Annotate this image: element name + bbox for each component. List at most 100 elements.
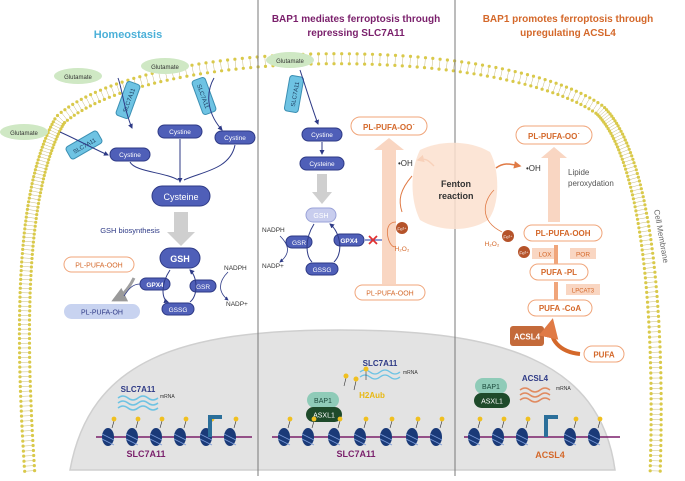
- lipid-head: [38, 198, 41, 201]
- lipid-head: [22, 240, 25, 243]
- lipid-head: [32, 449, 35, 452]
- lipid-head: [363, 63, 366, 66]
- lipid-head: [394, 54, 397, 57]
- svg-text:Cystine: Cystine: [224, 135, 246, 142]
- lipid-head: [36, 209, 39, 212]
- lipid-head: [460, 60, 463, 63]
- lipid-head: [647, 320, 650, 323]
- lipid-tail: [159, 73, 161, 80]
- lipid-head: [18, 337, 21, 340]
- lipid-head: [197, 62, 200, 65]
- lipid-head: [45, 164, 48, 167]
- lipid-head: [28, 323, 31, 326]
- lipid-head: [501, 67, 504, 70]
- lipid-head: [30, 186, 33, 189]
- lipid-tail: [553, 85, 555, 92]
- glutamate-bubble: Glutamate: [54, 68, 102, 84]
- lipid-head: [226, 58, 229, 61]
- lipid-head: [43, 174, 46, 177]
- lipid-head: [220, 69, 223, 72]
- lipid-tail: [25, 245, 32, 246]
- lipid-tail: [192, 67, 193, 74]
- lipid-head: [645, 286, 648, 289]
- bap1-protein: BAP1: [475, 378, 507, 394]
- lipid-head: [18, 366, 21, 369]
- lipid-head: [166, 79, 169, 82]
- ubiquitin: [160, 417, 165, 422]
- converge-arrow: [130, 162, 178, 180]
- lipid-head: [31, 429, 34, 432]
- lipid-head: [179, 76, 182, 79]
- lipid-head: [53, 141, 56, 144]
- lipid-head: [408, 65, 411, 68]
- lipid-head: [40, 188, 43, 191]
- lipid-head: [22, 450, 25, 453]
- lipid-head: [644, 281, 647, 284]
- lipid-tail: [461, 63, 462, 70]
- svg-text:GSR: GSR: [292, 240, 306, 247]
- lipid-tail: [605, 117, 611, 121]
- lipid-head: [645, 291, 648, 294]
- lipid-tail: [568, 91, 571, 98]
- lipid-head: [505, 78, 508, 81]
- lipid-head: [659, 444, 662, 447]
- lipid-head: [596, 101, 599, 104]
- lipid-head: [356, 52, 359, 55]
- lipid-tail: [101, 92, 104, 98]
- lipid-head: [649, 351, 652, 354]
- lipid-head: [29, 380, 32, 383]
- lipid-head: [30, 424, 33, 427]
- lipid-tail: [221, 62, 222, 69]
- lipid-head: [634, 209, 637, 212]
- lipid-tail: [467, 64, 468, 71]
- lipid-head: [44, 171, 47, 174]
- lipid-tail: [644, 254, 651, 255]
- lipid-head: [378, 63, 381, 66]
- lipid-tail: [28, 213, 35, 214]
- svg-text:Glutamate: Glutamate: [10, 131, 38, 137]
- lipid-tail: [642, 240, 649, 241]
- svg-text:Cysteine: Cysteine: [163, 192, 198, 202]
- lipid-head: [630, 154, 633, 157]
- lipid-head: [459, 70, 462, 73]
- lipid-head: [22, 455, 25, 458]
- lipid-head: [28, 351, 31, 354]
- lipid-head: [638, 231, 641, 234]
- lipid-tail: [40, 160, 47, 162]
- lipid-head: [20, 420, 23, 423]
- lipid-head: [371, 63, 374, 66]
- lipid-head: [23, 465, 26, 468]
- lipid-head: [30, 265, 33, 268]
- lipid-tail: [117, 85, 119, 92]
- lipid-head: [34, 225, 37, 228]
- lipid-head: [646, 296, 649, 299]
- lipid-tail: [42, 154, 49, 156]
- lipid-tail: [645, 258, 652, 259]
- lipid-head: [371, 53, 374, 56]
- lipid-head: [33, 469, 36, 472]
- lipid-tail: [640, 226, 647, 227]
- lipid-tail: [28, 217, 35, 218]
- lipid-head: [66, 119, 69, 122]
- lipid-head: [18, 318, 21, 321]
- ubiquitin: [234, 417, 239, 422]
- lipid-tail: [629, 174, 636, 176]
- slc7a11-mrna-label: SLC7A11: [363, 359, 398, 368]
- lipid-tail: [56, 120, 62, 124]
- lipid-head: [660, 413, 663, 416]
- ubiquitin: [478, 417, 483, 422]
- lipid-head: [153, 82, 156, 85]
- svg-text:PL-PUFA-OOH: PL-PUFA-OOH: [366, 291, 413, 298]
- lipid-head: [94, 91, 97, 94]
- lipid-head: [641, 191, 644, 194]
- lipid-tail: [23, 266, 30, 267]
- lipid-tail: [501, 70, 502, 77]
- lipid-head: [348, 62, 351, 65]
- lipid-head: [18, 296, 21, 299]
- lipid-tail: [417, 59, 418, 66]
- slc7a11-transporter: SLC7A11: [115, 81, 140, 120]
- gene-label: SLC7A11: [336, 449, 375, 459]
- ubiquitin: [312, 417, 317, 422]
- lipid-head: [647, 225, 650, 228]
- lipid-head: [600, 104, 603, 107]
